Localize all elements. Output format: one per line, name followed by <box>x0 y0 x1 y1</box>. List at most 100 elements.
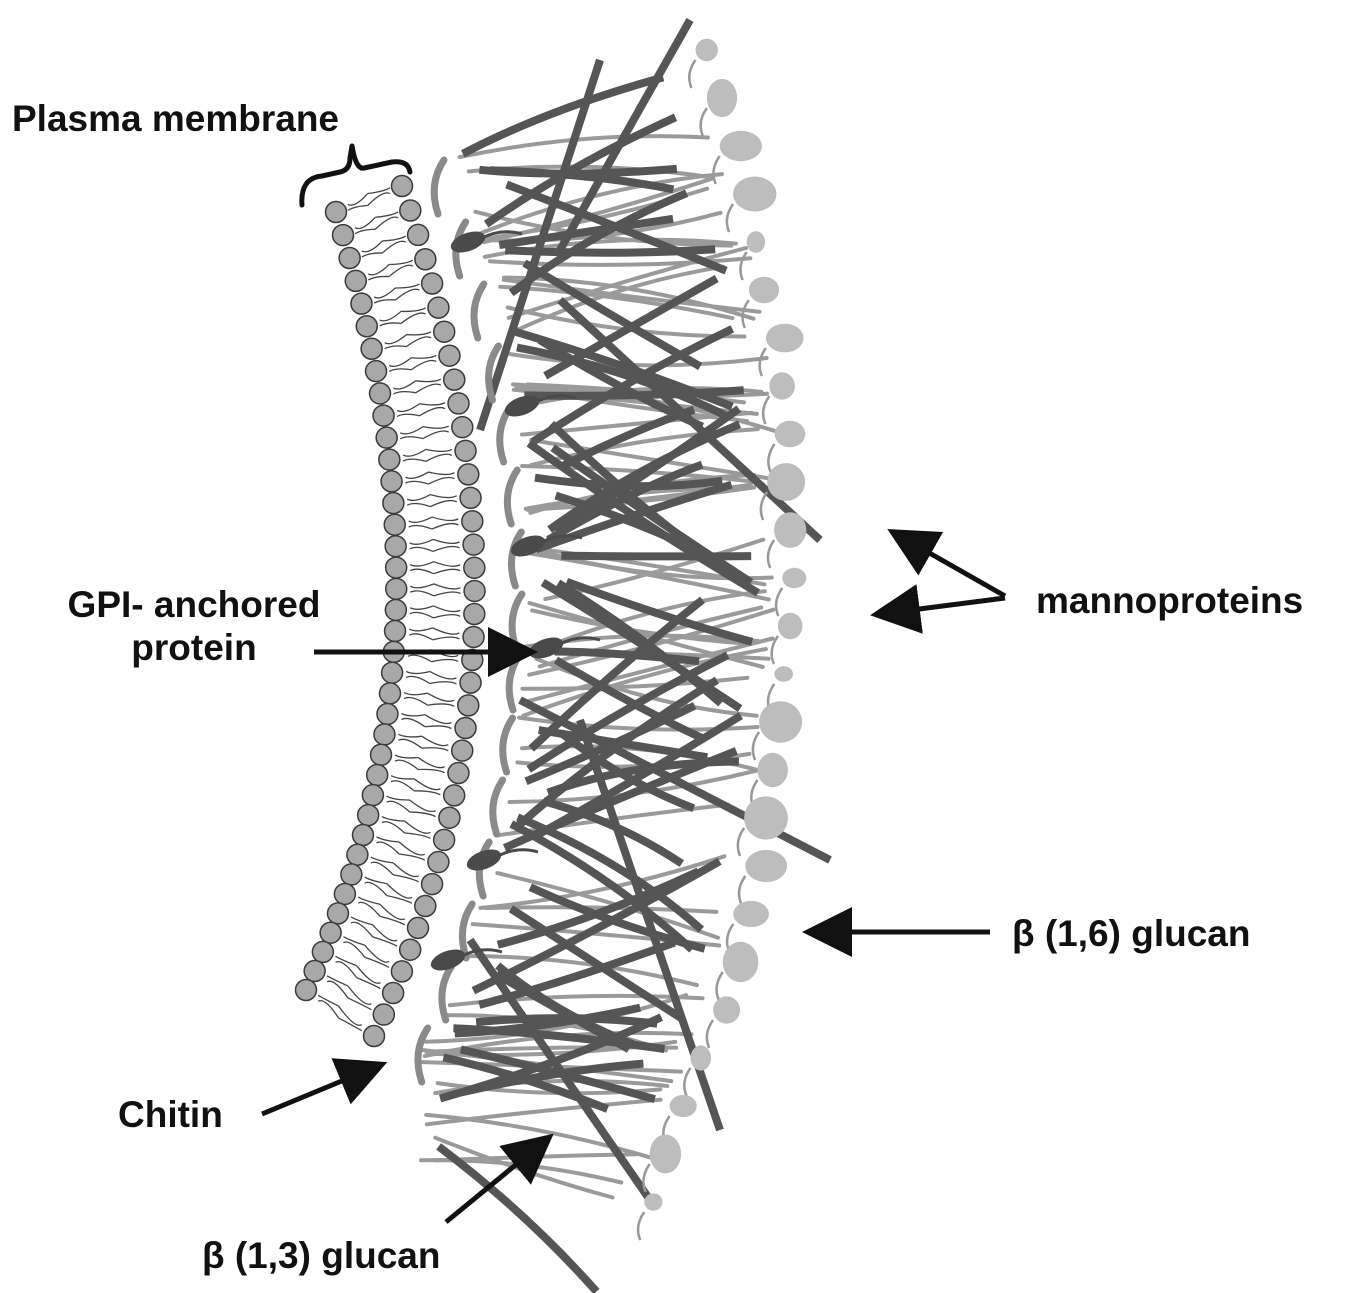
lipid-heads <box>294 174 486 1048</box>
lipid-tail <box>361 252 383 258</box>
lipid-tail <box>376 841 400 855</box>
lipid-tail <box>393 390 416 395</box>
mannoprotein-chain <box>683 1067 692 1097</box>
mannoprotein-chain <box>739 251 748 281</box>
chitin-segment <box>458 900 476 962</box>
lipid-tail <box>347 997 372 1011</box>
lipid-tail <box>347 193 369 206</box>
lipid-head <box>406 223 430 247</box>
lipid-head <box>427 296 450 319</box>
beta13-glucan-strand <box>553 656 704 742</box>
lipid-tail <box>361 240 383 253</box>
beta13-glucan-strand <box>526 440 761 597</box>
mannoprotein-chain <box>759 491 769 521</box>
lipid-tail <box>421 747 449 752</box>
lipid-tail <box>356 965 381 984</box>
lipid-tail <box>424 725 452 730</box>
lipid-head <box>463 579 486 603</box>
beta16-glucan-strand <box>527 551 771 602</box>
lipid-tail <box>401 712 426 717</box>
gpi-protein <box>466 849 502 871</box>
lipid-head <box>454 716 477 740</box>
lipid-head <box>461 510 484 533</box>
lipid-tail <box>335 955 357 967</box>
lipid-tail <box>382 240 407 254</box>
lipid-head <box>326 902 350 925</box>
beta16-glucan-strand <box>515 264 726 332</box>
lipid-tail <box>393 380 417 390</box>
lipid-head <box>360 337 383 361</box>
lipid-tail <box>417 757 445 769</box>
mannoprotein-chain <box>715 971 724 1001</box>
beta13-glucan-strand <box>453 1024 666 1053</box>
beta13-glucan-strand <box>554 405 742 536</box>
lipid-tail <box>405 675 431 685</box>
lipid-tail <box>390 775 415 780</box>
lipid-tail <box>410 359 437 371</box>
beta13-glucan-strand <box>528 596 705 752</box>
chitin-segment <box>470 280 488 342</box>
beta13-glucan-strand <box>556 18 694 252</box>
mannoprotein-chain <box>737 875 747 905</box>
beta13-glucan-strand <box>540 578 743 712</box>
lipid-tail <box>400 312 426 324</box>
gpi-anchor <box>497 848 539 858</box>
lipid-tail <box>326 980 349 999</box>
lipid-head <box>383 619 407 643</box>
lipid-tail <box>379 903 406 921</box>
beta13-glucan-strand <box>489 166 675 194</box>
lipid-tail <box>396 413 420 417</box>
arrow-mannoproteins-upper <box>887 529 1007 599</box>
beta13-glucan-strand <box>508 326 734 411</box>
arrow-chitin <box>261 1058 388 1117</box>
lipid-head <box>362 1024 386 1048</box>
lipid-tail <box>357 896 381 905</box>
lipid-tail <box>384 345 407 350</box>
lipid-tail <box>338 1005 363 1026</box>
mannoprotein-blob <box>746 231 766 253</box>
lipid-head <box>414 894 437 918</box>
lipid-tail <box>414 790 441 796</box>
chitin-segment <box>438 962 456 1024</box>
lipid-head <box>438 806 461 829</box>
lipid-tail <box>411 354 437 359</box>
arrow-mannoproteins-lower <box>870 584 1006 634</box>
lipid-tail <box>406 494 431 502</box>
lipid-head <box>398 938 422 961</box>
lipid-tail <box>367 187 391 195</box>
lipid-tail <box>399 426 424 435</box>
arrows <box>261 529 1007 1224</box>
lipid-tail <box>407 654 432 663</box>
lipid-head <box>355 315 379 338</box>
beta13-glucan-strand <box>561 551 752 561</box>
lipid-tail <box>370 856 394 864</box>
chitin-segment <box>489 776 507 838</box>
lipid-tail <box>405 471 429 479</box>
mannoprotein-chain <box>767 443 776 473</box>
lipid-head <box>432 828 456 852</box>
beta16-glucan-strand <box>424 1112 652 1160</box>
beta16-glucan-strand <box>506 246 748 320</box>
lipid-head <box>373 723 396 746</box>
lipid-tail <box>386 795 410 801</box>
chitin-segment <box>505 652 523 714</box>
lipid-head <box>378 448 401 471</box>
beta13-glucan-strand <box>508 905 686 1023</box>
lipid-tail <box>395 283 420 289</box>
lipid-tail <box>409 605 434 610</box>
mannoprotein-blob <box>774 666 793 682</box>
beta16-glucan-strand <box>495 871 720 940</box>
lipid-tail <box>433 613 461 619</box>
beta13-glucan-strand <box>498 214 674 249</box>
lipid-tail <box>433 583 461 590</box>
mannoprotein-chain <box>751 731 761 761</box>
label-gpi-line2: protein <box>131 626 257 668</box>
beta13-glucan-strand <box>548 420 705 557</box>
mannoprotein-blob <box>769 372 795 400</box>
lipid-head <box>376 702 399 726</box>
lipid-tail <box>399 853 426 861</box>
lipid-tail <box>376 836 400 843</box>
lipid-head <box>461 648 484 672</box>
beta13-glucan-strand <box>483 113 678 228</box>
lipid-tail <box>415 378 442 383</box>
